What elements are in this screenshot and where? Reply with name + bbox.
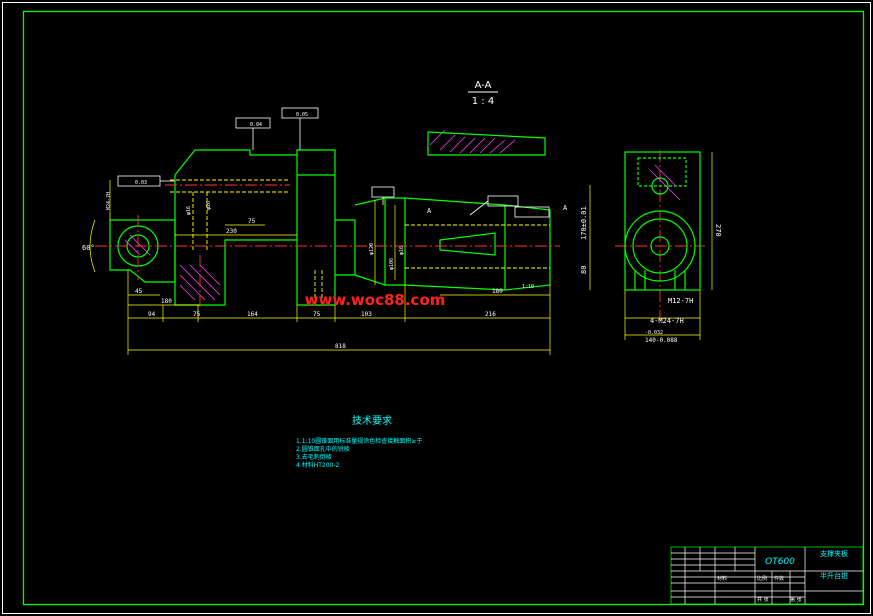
tb-sheet: 共 张 bbox=[757, 596, 769, 603]
dim-text-180a: 180 bbox=[161, 298, 172, 305]
left-hub-outline bbox=[109, 219, 176, 283]
shaft-outline bbox=[354, 197, 406, 286]
side-hatch-lines bbox=[649, 164, 681, 201]
title-block-frame bbox=[670, 546, 864, 605]
through-hole bbox=[170, 179, 290, 193]
neck bbox=[335, 219, 356, 276]
keyway-slot bbox=[439, 232, 496, 256]
tb-material: 材料 bbox=[717, 575, 727, 582]
side-hatch bbox=[649, 164, 681, 201]
tb-qty: 件数 bbox=[774, 575, 784, 582]
tolerance-frames bbox=[117, 107, 550, 218]
dim-text-m24b: M24-7H bbox=[106, 192, 112, 210]
dim-text-45: 45 bbox=[135, 288, 143, 295]
tech-item-4: 4.材料HT200-2 bbox=[296, 461, 340, 469]
dim-text-103: 103 bbox=[361, 311, 372, 318]
front-view bbox=[109, 149, 551, 306]
tol-frame-6 bbox=[514, 206, 550, 218]
leader-4 bbox=[469, 200, 489, 216]
watermark: www.woc88.com bbox=[305, 291, 446, 309]
dim-text-75c: 75 bbox=[248, 218, 256, 225]
dim-text-a1: A bbox=[427, 207, 432, 215]
dim-text-phi-c: φ120 bbox=[369, 243, 375, 255]
dim-text-140: 140-0.088 bbox=[645, 337, 678, 344]
side-inner-circle bbox=[650, 236, 670, 256]
side-top bbox=[637, 157, 687, 187]
dim-text-170: 170±0.01 bbox=[580, 206, 588, 240]
dim-text-a2: A bbox=[563, 204, 568, 212]
side-body bbox=[624, 151, 701, 291]
tb-scale: 比例 bbox=[757, 575, 767, 582]
tol-text-1: 0.03 bbox=[135, 180, 147, 186]
dim-text-m12: M12-7H bbox=[668, 297, 693, 305]
tb-name: 支撑夹板 bbox=[820, 549, 848, 558]
dim-text-270: 270 bbox=[714, 224, 722, 237]
tech-title: 技术要求 bbox=[352, 414, 392, 427]
hidden-lines bbox=[170, 179, 550, 305]
upper-body bbox=[174, 149, 336, 306]
dim-text-phi-e: φ106 bbox=[389, 258, 395, 270]
dim-text-ratio: 1:10 bbox=[522, 284, 534, 290]
tech-item-2: 2.圆锥面孔中的锐棱 bbox=[296, 445, 350, 453]
tol-text-2: 0.04 bbox=[250, 122, 262, 128]
dim-text-phi-d: φ16 bbox=[399, 246, 405, 255]
tb-sheet2: 第 张 bbox=[790, 596, 802, 603]
dim-text-m24: 4-M24-7H bbox=[650, 317, 684, 325]
dim-text-180b: 180 bbox=[492, 288, 503, 295]
dim-text-phi-b: φ26 bbox=[206, 201, 212, 210]
shaft-hidden bbox=[405, 224, 550, 269]
side-view bbox=[624, 151, 701, 291]
section-aa-profile bbox=[427, 131, 546, 156]
dim-text-75b: 75 bbox=[313, 311, 321, 318]
dim-texts: 94 180 75 164 75 103 216 818 230 75 45 6… bbox=[82, 112, 722, 350]
dim-text-94: 94 bbox=[148, 311, 156, 318]
tech-item-1: 1.1:10圆锥面用标准量规涂色检查接触面积≥于 bbox=[296, 437, 422, 445]
title-block bbox=[670, 546, 864, 605]
hatch-hub bbox=[124, 234, 151, 256]
tb-drawing-no: OT600 bbox=[765, 557, 795, 567]
dim-arc-60 bbox=[89, 219, 96, 273]
section-scale: 1 : 4 bbox=[472, 96, 494, 107]
side-top-hole bbox=[651, 177, 669, 195]
center-lines bbox=[95, 150, 705, 320]
body-inner bbox=[174, 175, 297, 255]
section-label: A-A bbox=[475, 80, 492, 91]
dim-text-60: 60° bbox=[82, 244, 95, 252]
hatch-lower bbox=[179, 264, 221, 301]
inner-border bbox=[22, 10, 865, 606]
tol-frame-4 bbox=[371, 186, 395, 198]
tech-item-3: 3.去毛刺倒棱 bbox=[296, 453, 332, 461]
side-outer-circle bbox=[624, 210, 696, 282]
dim-text-164: 164 bbox=[247, 311, 258, 318]
dim-text-140top: -0.032 bbox=[645, 330, 663, 336]
dim-text-818: 818 bbox=[335, 343, 346, 350]
hatch-section bbox=[429, 129, 516, 154]
dimension-lines bbox=[89, 152, 713, 355]
dim-text-216: 216 bbox=[485, 311, 496, 318]
dim-text-75a: 75 bbox=[193, 311, 201, 318]
hatch-areas bbox=[124, 129, 516, 301]
side-bottom-tabs bbox=[634, 270, 686, 290]
vert-hole bbox=[192, 192, 208, 250]
side-mid-circle bbox=[632, 218, 688, 274]
dim-text-phi-a: φ16 bbox=[186, 206, 192, 215]
tb-part: 半升台钳 bbox=[820, 571, 848, 580]
dim-text-80: 80 bbox=[580, 266, 588, 274]
tol-text-3: 0.05 bbox=[296, 112, 308, 118]
dim-text-230: 230 bbox=[226, 228, 237, 235]
